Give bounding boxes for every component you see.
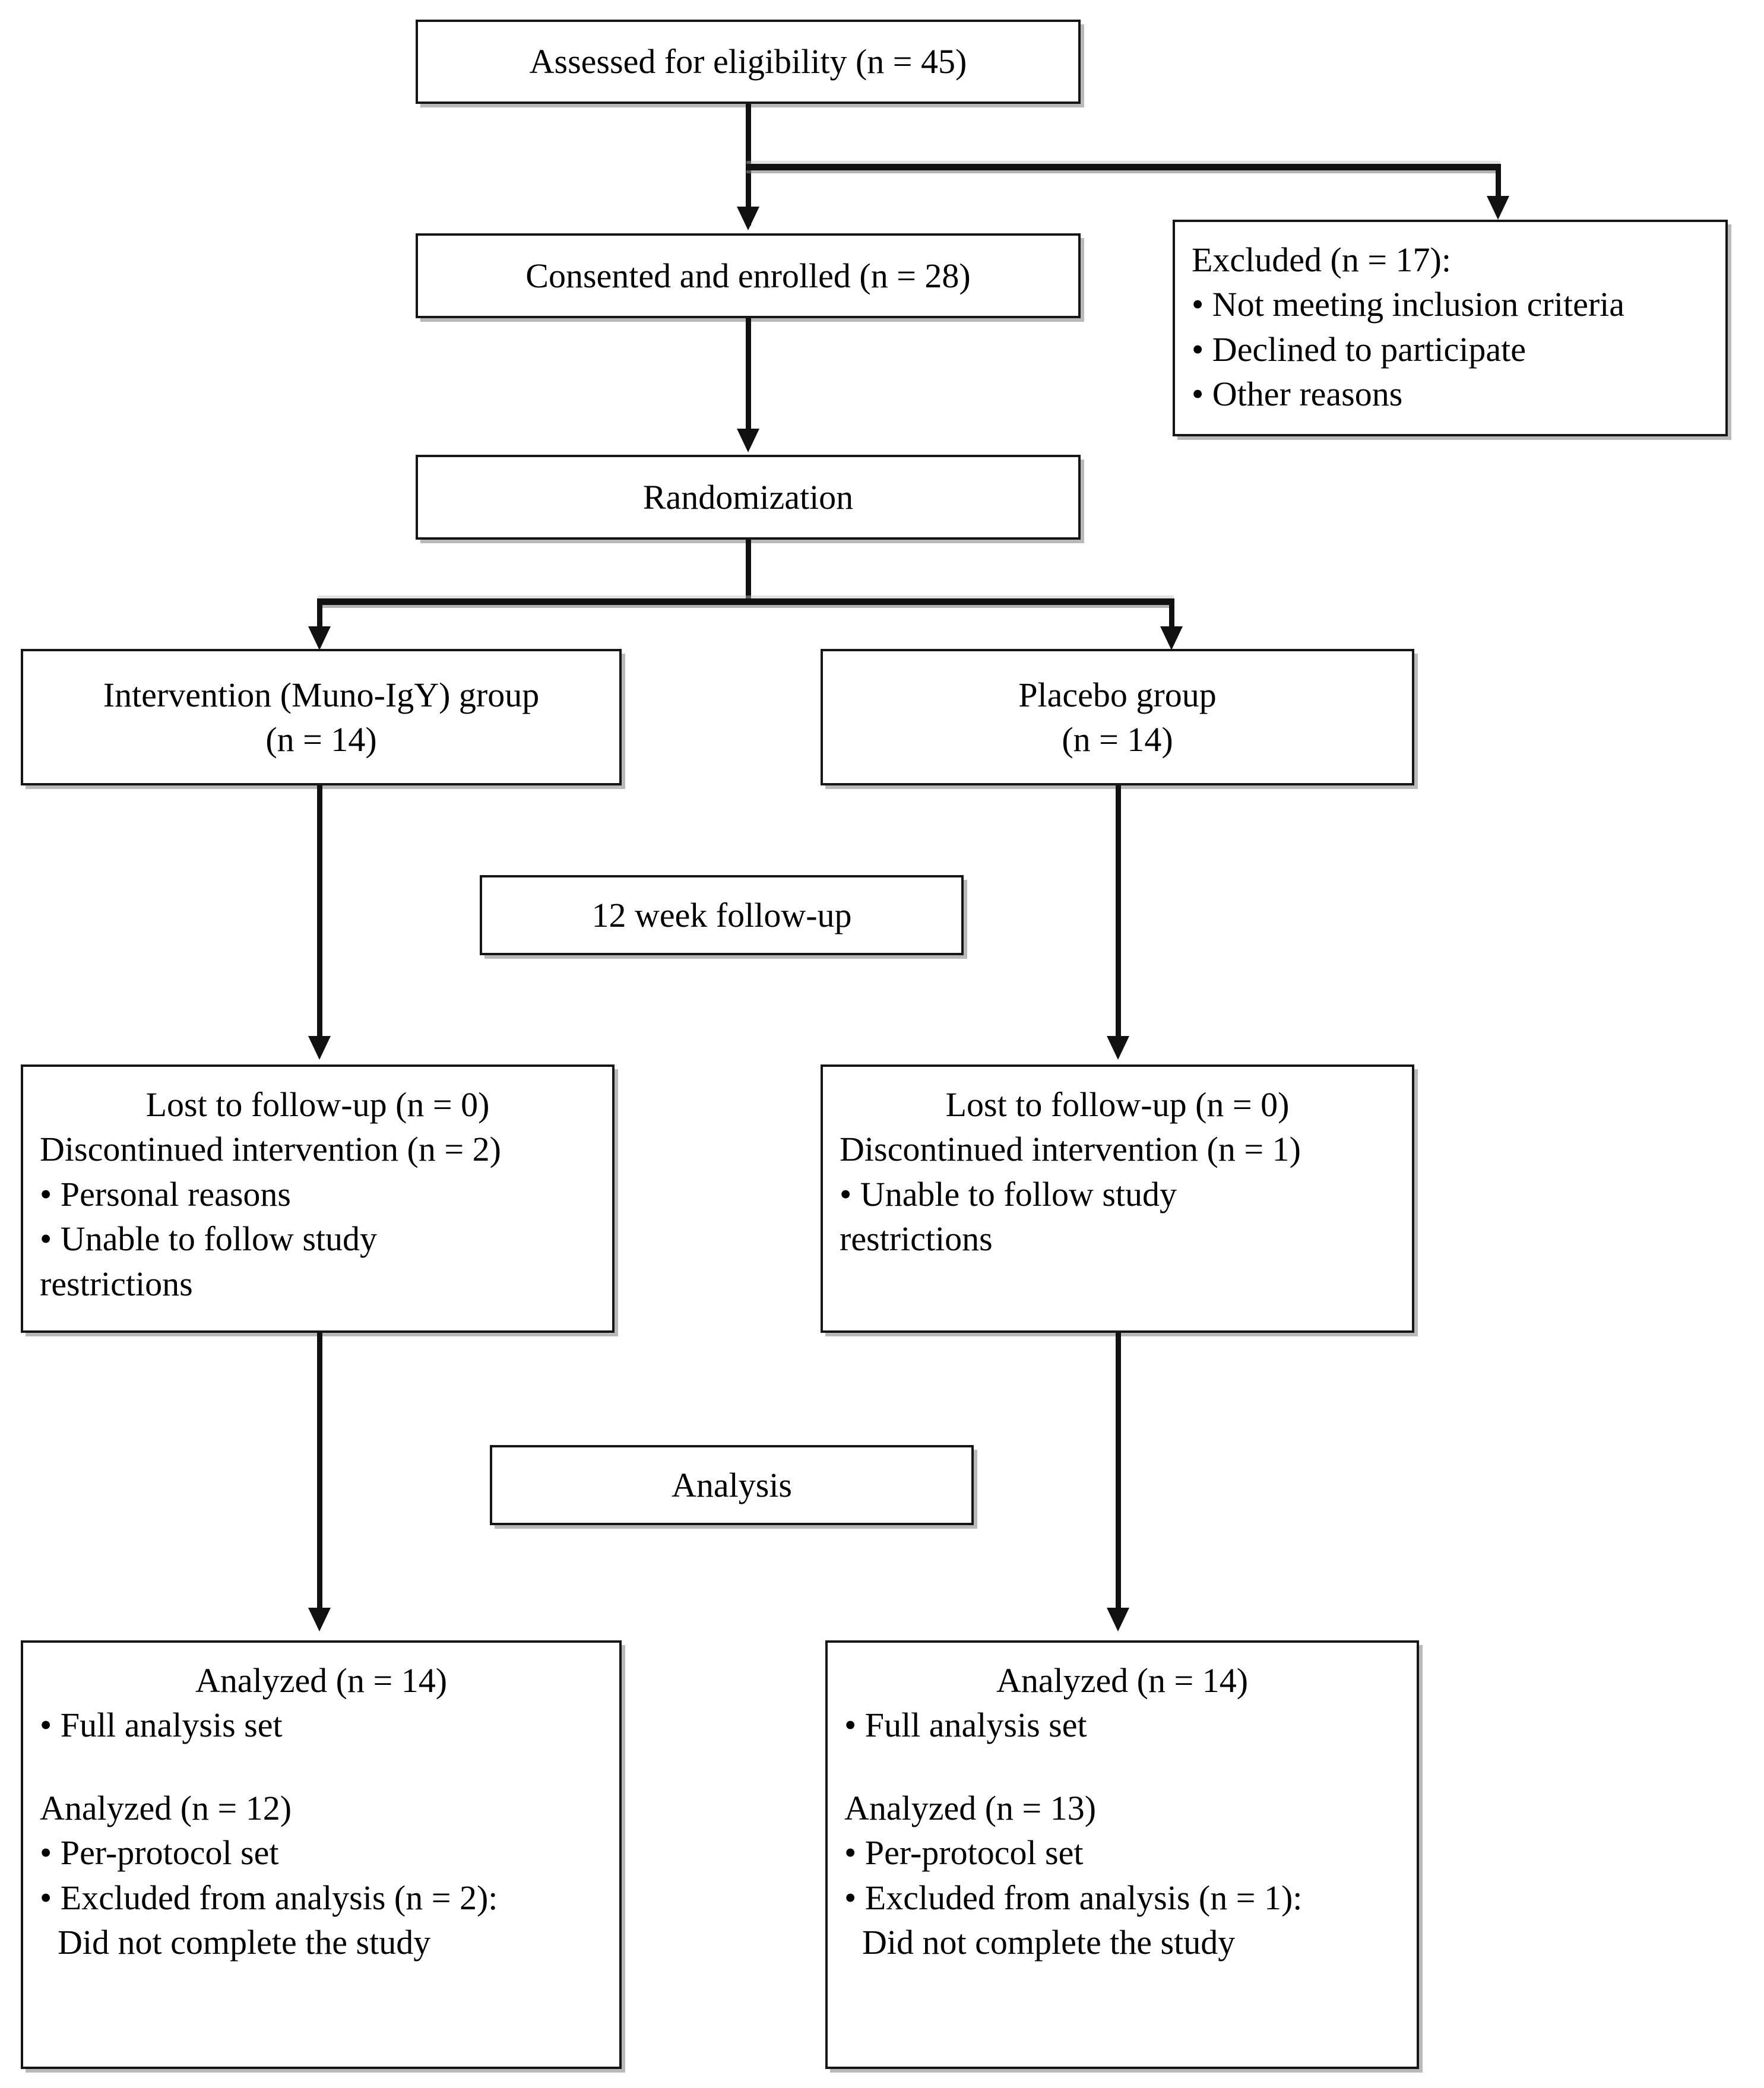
analyzed-left-line-2: Analyzed (n = 12) [40, 1788, 292, 1827]
lost-right-bullet-1-continuation: restrictions [840, 1219, 993, 1259]
lost-left-bullet-2: • Unable to follow study [40, 1219, 378, 1259]
analyzed-left-line-1: Analyzed (n = 14) [195, 1661, 448, 1700]
node-analyzed-placebo: Analyzed (n = 14) • Full analysis set An… [825, 1640, 1419, 2069]
node-intervention-group: Intervention (Muno-IgY) group (n = 14) [21, 649, 622, 785]
placebo-group-label: Placebo group [1018, 675, 1217, 714]
lost-left-bullet-2-continuation: restrictions [40, 1264, 193, 1303]
followup-stage-label: 12 week follow-up [591, 895, 852, 934]
node-followup-stage: 12 week follow-up [480, 875, 964, 955]
lost-left-bullet-1: • Personal reasons [40, 1174, 291, 1213]
arrowhead-placebo [1160, 626, 1183, 650]
analyzed-right-spacer [844, 1748, 1400, 1786]
intervention-group-count: (n = 14) [265, 720, 377, 759]
connector-lost-right-to-analyzed [1116, 1333, 1121, 1618]
placebo-group-count: (n = 14) [1062, 720, 1173, 759]
arrowhead-analyzed-left [308, 1608, 331, 1631]
arrowhead-lost-right [1107, 1036, 1129, 1060]
excluded-bullet-3: • Other reasons [1192, 375, 1403, 414]
intervention-group-label: Intervention (Muno-IgY) group [103, 675, 540, 714]
arrowhead-lost-left [308, 1036, 331, 1060]
assessed-label: Assessed for eligibility (n = 45) [529, 42, 967, 81]
analyzed-right-line-1: Analyzed (n = 14) [996, 1661, 1249, 1700]
arrowhead-randomization [737, 429, 759, 452]
node-placebo-group: Placebo group (n = 14) [821, 649, 1414, 785]
connector-placebo-to-lost [1116, 785, 1121, 1047]
excluded-bullet-2: • Declined to participate [1192, 329, 1527, 369]
connector-consented-to-randomization [746, 318, 751, 434]
arrowhead-intervention [308, 626, 331, 650]
analyzed-left-bullet-3: • Excluded from analysis (n = 2): [40, 1878, 498, 1917]
connector-excluded-down [1496, 164, 1501, 213]
connector-randomization-split [317, 598, 1174, 605]
node-analyzed-intervention: Analyzed (n = 14) • Full analysis set An… [21, 1640, 622, 2069]
connector-to-intervention [317, 598, 322, 640]
node-analysis-stage: Analysis [490, 1445, 974, 1525]
analysis-stage-label: Analysis [672, 1465, 792, 1504]
analyzed-right-line-2: Analyzed (n = 13) [844, 1788, 1097, 1827]
node-consented-and-enrolled: Consented and enrolled (n = 28) [416, 233, 1081, 318]
analyzed-right-bullet-1: • Full analysis set [844, 1706, 1087, 1745]
analyzed-left-bullet-1: • Full analysis set [40, 1706, 283, 1745]
analyzed-right-bullet-3: • Excluded from analysis (n = 1): [844, 1878, 1303, 1917]
consented-label: Consented and enrolled (n = 28) [525, 256, 971, 295]
node-excluded: Excluded (n = 17): • Not meeting inclusi… [1173, 220, 1728, 436]
excluded-bullet-1: • Not meeting inclusion criteria [1192, 285, 1624, 324]
node-randomization: Randomization [416, 455, 1081, 540]
lost-left-line-2: Discontinued intervention (n = 2) [40, 1130, 501, 1169]
connector-lost-left-to-analyzed [317, 1333, 322, 1618]
node-assessed-for-eligibility: Assessed for eligibility (n = 45) [416, 20, 1081, 104]
connector-randomization-down [746, 540, 751, 602]
analyzed-right-bullet-2: • Per-protocol set [844, 1833, 1084, 1872]
lost-right-line-1: Lost to follow-up (n = 0) [945, 1085, 1290, 1124]
analyzed-left-bullet-3-continuation: Did not complete the study [58, 1922, 431, 1962]
node-lost-to-followup-placebo: Lost to follow-up (n = 0) Discontinued i… [821, 1064, 1414, 1333]
arrowhead-analyzed-right [1107, 1608, 1129, 1631]
lost-left-line-1: Lost to follow-up (n = 0) [145, 1085, 490, 1124]
excluded-heading: Excluded (n = 17): [1192, 240, 1451, 279]
connector-intervention-to-lost [317, 785, 322, 1047]
arrowhead-excluded [1487, 196, 1509, 220]
randomization-label: Randomization [642, 477, 854, 517]
analyzed-left-bullet-2: • Per-protocol set [40, 1833, 279, 1872]
lost-right-bullet-1: • Unable to follow study [840, 1174, 1177, 1213]
arrowhead-consented [737, 207, 759, 230]
analyzed-left-spacer [40, 1748, 603, 1786]
node-lost-to-followup-intervention: Lost to follow-up (n = 0) Discontinued i… [21, 1064, 615, 1333]
connector-branch-excluded [746, 164, 1501, 170]
connector-to-placebo [1169, 598, 1174, 640]
lost-right-line-2: Discontinued intervention (n = 1) [840, 1130, 1301, 1169]
analyzed-right-bullet-3-continuation: Did not complete the study [862, 1922, 1236, 1962]
